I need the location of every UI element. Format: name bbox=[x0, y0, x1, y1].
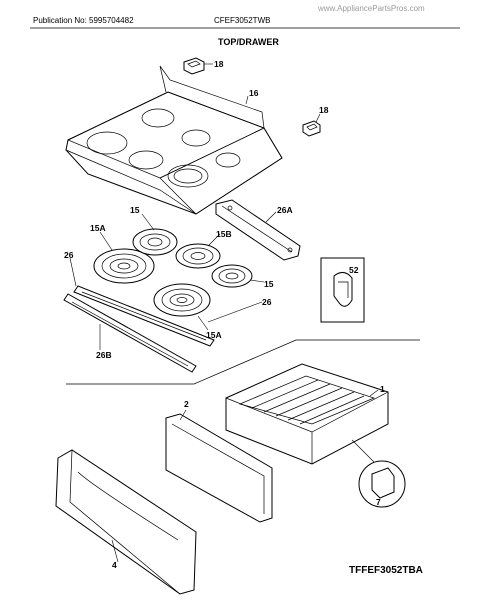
callout-15a-bottom: 15A bbox=[206, 330, 222, 340]
publication-number: Publication No: 5995704482 bbox=[33, 16, 134, 25]
part-15a-element-left bbox=[93, 248, 155, 284]
part-18-clip-right bbox=[302, 120, 321, 137]
callout-26-right: 26 bbox=[262, 297, 272, 307]
section-divider bbox=[66, 339, 420, 385]
callout-4: 4 bbox=[112, 560, 117, 570]
part-52-inset-box bbox=[320, 257, 365, 323]
part-26b-support-bar bbox=[63, 293, 197, 373]
part-18-clip-left bbox=[183, 57, 205, 75]
model-number: CFEF3052TWB bbox=[214, 16, 271, 25]
leader-lines bbox=[69, 63, 379, 563]
callout-18-left: 18 bbox=[214, 59, 224, 69]
callout-15-right: 15 bbox=[264, 279, 274, 289]
callout-1: 1 bbox=[380, 384, 385, 394]
callout-15-top: 15 bbox=[130, 205, 140, 215]
callout-26-left: 26 bbox=[64, 250, 74, 260]
part-7-inset-circle bbox=[351, 439, 406, 508]
callout-16: 16 bbox=[249, 88, 259, 98]
part-15-element-top bbox=[132, 228, 178, 256]
callout-26b: 26B bbox=[96, 350, 112, 360]
part-16-cooktop bbox=[65, 65, 283, 215]
section-title: TOP/DRAWER bbox=[218, 37, 279, 47]
part-15-element-right bbox=[211, 264, 253, 288]
part-4-drawer-front bbox=[55, 449, 197, 595]
callout-52: 52 bbox=[349, 265, 359, 275]
callout-15a-left: 15A bbox=[90, 223, 106, 233]
diagram-code: TFFEF3052TBA bbox=[349, 565, 423, 576]
part-1-drawer-box bbox=[225, 363, 389, 465]
callout-2: 2 bbox=[184, 399, 189, 409]
callout-15b: 15B bbox=[216, 229, 232, 239]
part-15a-element-bottom bbox=[153, 283, 211, 317]
callout-18-right: 18 bbox=[319, 105, 329, 115]
part-26a-bracket bbox=[215, 199, 301, 261]
callout-26a: 26A bbox=[277, 205, 293, 215]
callout-7: 7 bbox=[376, 497, 381, 507]
watermark: www.AppliancePartsPros.com bbox=[318, 4, 425, 13]
part-26-support-bar bbox=[73, 285, 215, 347]
part-15b-element bbox=[175, 243, 221, 269]
part-2-drawer-panel bbox=[165, 413, 273, 523]
